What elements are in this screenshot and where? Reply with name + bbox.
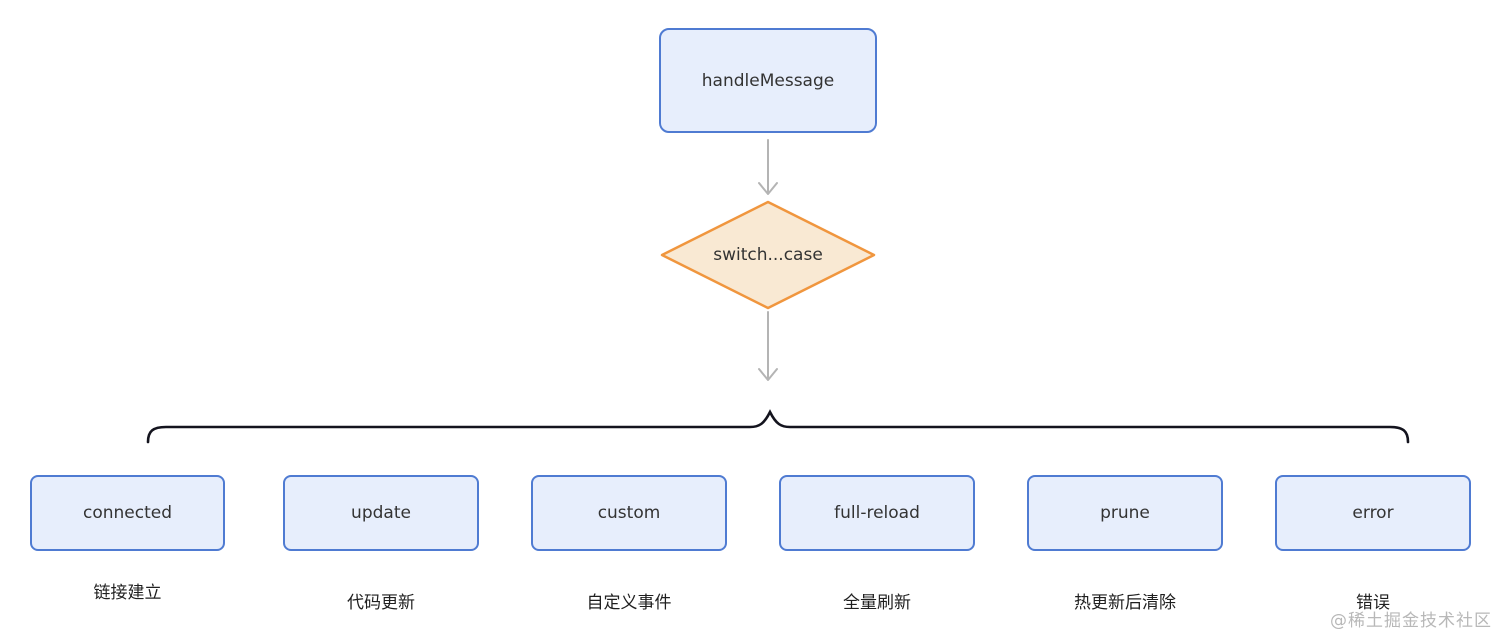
watermark: @稀土掘金技术社区: [1330, 611, 1492, 631]
node-update-label: update: [351, 503, 411, 523]
node-prune-label: prune: [1100, 503, 1150, 523]
node-handle-message-label: handleMessage: [701, 70, 835, 91]
node-full-reload-label: full-reload: [834, 503, 920, 523]
node-update: update: [283, 475, 479, 551]
branch-brace: [146, 409, 1410, 444]
caption-connected: 链接建立: [93, 583, 162, 603]
node-custom: custom: [531, 475, 727, 551]
caption-custom: 自定义事件: [586, 593, 672, 613]
caption-full-reload: 全量刷新: [843, 593, 911, 613]
arrow-root-to-decision: [758, 139, 778, 195]
node-full-reload: full-reload: [779, 475, 975, 551]
caption-error: 错误: [1356, 593, 1390, 613]
node-custom-label: custom: [597, 503, 661, 523]
node-prune: prune: [1027, 475, 1223, 551]
node-handle-message: handleMessage: [659, 28, 877, 133]
decision-diamond: [660, 200, 876, 310]
node-connected: connected: [30, 475, 225, 551]
arrow-decision-to-branches: [758, 311, 778, 381]
caption-prune: 热更新后清除: [1074, 593, 1176, 613]
node-switch-case-label: switch...case: [713, 245, 823, 265]
caption-update: 代码更新: [347, 593, 415, 613]
node-error-label: error: [1352, 503, 1394, 523]
node-error: error: [1275, 475, 1471, 551]
node-connected-label: connected: [82, 503, 173, 523]
